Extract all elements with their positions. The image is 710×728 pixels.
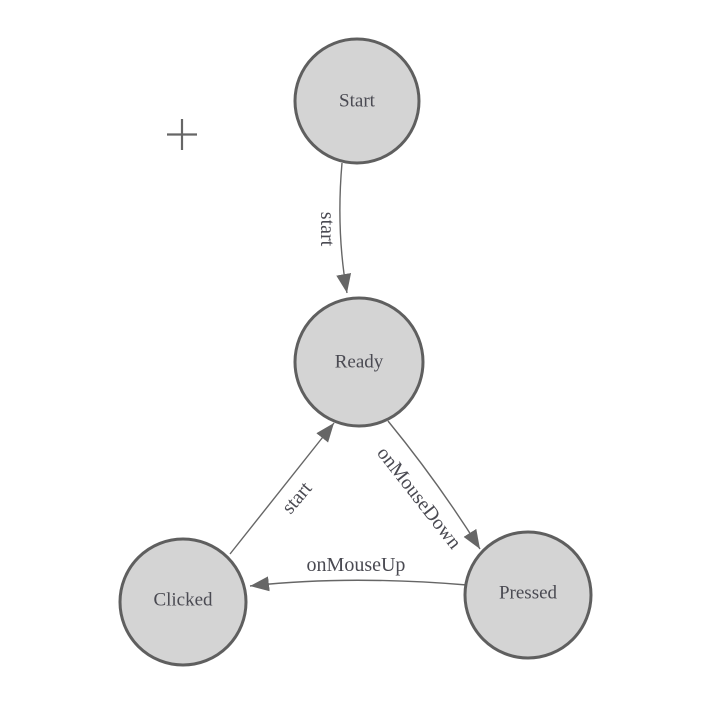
edge-label-ready-to-pressed: onMouseDown — [372, 443, 465, 554]
node-pressed[interactable]: Pressed — [463, 530, 593, 660]
edge-label-pressed-to-clicked: onMouseUp — [307, 554, 406, 576]
node-label-ready: Ready — [335, 352, 384, 373]
edge-pressed-to-clicked[interactable] — [249, 576, 468, 592]
crosshair-icon — [167, 119, 197, 150]
edge-label-clicked-to-ready: start — [278, 477, 317, 518]
node-label-clicked: Clicked — [153, 590, 213, 611]
edge-ready-to-pressed[interactable] — [387, 420, 481, 550]
node-clicked[interactable]: Clicked — [118, 537, 248, 667]
node-start[interactable]: Start — [293, 37, 421, 165]
edge-clicked-to-ready[interactable] — [229, 422, 335, 555]
node-label-pressed: Pressed — [499, 583, 558, 604]
edge-label-start-to-ready: start — [316, 212, 338, 247]
edge-start-to-ready[interactable] — [336, 162, 352, 294]
node-label-start: Start — [339, 91, 376, 112]
node-ready[interactable]: Ready — [293, 296, 425, 428]
